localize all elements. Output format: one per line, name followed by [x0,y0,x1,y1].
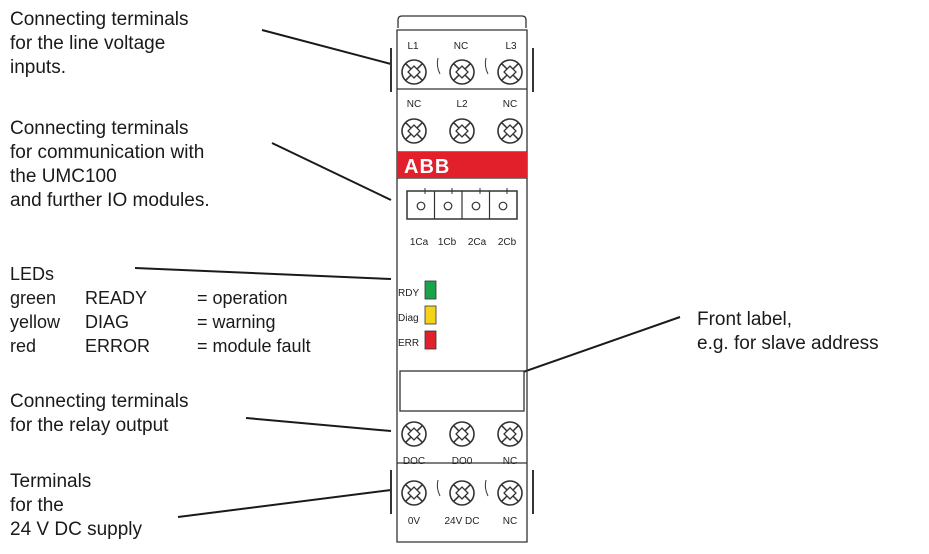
annotation-front-label: Front label, e.g. for slave address [697,308,879,356]
led-signal-name: DIAG [85,312,130,332]
annotation-line: inputs. [10,57,66,78]
terminal-row-second: NC L2 NC [401,99,523,144]
led-err-indicator [424,330,437,350]
leader-line-leds [134,267,392,280]
screw-terminal-icon [497,480,523,506]
comm-pin-label: 2Ca [468,237,487,248]
screw-terminal-icon [449,59,475,85]
screw-terminal-icon [401,118,427,144]
screw-terminal-icon [449,421,475,447]
terminal-label: NC [503,99,517,110]
led-color-name: yellow [10,312,61,332]
leds-heading: LEDs [10,264,55,284]
leader-line-communication [271,142,392,201]
abb-brand-stripe: ABB [397,152,527,178]
led-color-name: green [10,288,57,308]
annotation-line: e.g. for slave address [697,333,879,354]
annotation-line: Terminals [10,471,92,492]
annotation-line: the UMC100 [10,166,117,187]
terminal-label: L2 [456,99,468,110]
leader-line-front-label [505,316,681,379]
annotation-supply: Terminals for the 24 V DC supply [10,470,142,542]
leader-line-supply [177,489,392,518]
annotation-line: for communication with [10,142,205,163]
terminal-label: DOC [403,456,425,467]
terminal-label: NC [407,99,421,110]
terminal-label: 24V DC [444,516,479,527]
led-meaning: = module fault [197,336,311,356]
terminal-label: NC [503,516,517,527]
annotation-relay-output: Connecting terminals for the relay outpu… [10,390,188,438]
led-label: RDY [398,288,419,299]
annotation-line: for the line voltage [10,33,166,54]
led-legend-row: red ERROR = module fault [10,334,311,358]
leader-line-voltage [261,29,392,65]
status-leds: RDY Diag ERR [398,280,437,350]
annotation-line-voltage: Connecting terminals for the line voltag… [10,8,188,80]
annotation-line: Connecting terminals [10,391,189,412]
led-legend-row: yellow DIAG = warning [10,310,311,334]
terminal-label: NC [503,456,517,467]
annotation-line: 24 V DC supply [10,519,143,540]
front-label-area [399,370,525,412]
comm-pin-label: 2Cb [498,237,517,248]
annotation-leds: LEDs green READY = operation yellow DIAG… [10,262,311,358]
terminal-label: DO0 [452,456,473,467]
led-meaning: = warning [197,312,276,332]
terminal-row-supply: 0V 24V DC NC [401,480,523,527]
terminal-row-relay-output: DOC DO0 NC [401,421,523,467]
abb-logo: ABB [404,156,450,178]
led-signal-name: READY [85,288,148,308]
leader-lines [134,29,681,518]
annotation-line: Connecting terminals [10,118,189,139]
led-color-name: red [10,336,37,356]
terminal-label: L3 [505,41,517,52]
terminal-label: L1 [407,41,419,52]
annotation-line: and further IO modules. [10,190,210,211]
screw-terminal-icon [449,480,475,506]
annotation-line: Connecting terminals [10,9,189,30]
screw-terminal-icon [449,118,475,144]
led-signal-name: ERROR [85,336,151,356]
terminal-row-line-inputs: L1 NC L3 [401,41,523,85]
led-meaning: = operation [197,288,288,308]
led-label: ERR [398,338,419,349]
comm-pin-label: 1Cb [438,237,457,248]
screw-terminal-icon [497,421,523,447]
screw-terminal-icon [401,59,427,85]
screw-terminal-icon [401,421,427,447]
screw-terminal-icon [497,59,523,85]
screw-terminal-icon [497,118,523,144]
annotation-line: for the [10,495,64,516]
comm-pin-label: 1Ca [410,237,429,248]
led-rdy-indicator [424,280,437,300]
communication-connector: 1Ca 1Cb 2Ca 2Cb [406,188,518,248]
screw-terminal-icon [401,480,427,506]
led-legend-row: green READY = operation [10,286,311,310]
led-label: Diag [398,313,419,324]
leader-line-relay [245,417,392,432]
annotation-line: for the relay output [10,415,169,436]
annotation-communication: Connecting terminals for communication w… [10,117,210,213]
terminal-label: 0V [408,516,421,527]
annotation-line: Front label, [697,309,793,330]
terminal-label: NC [454,41,468,52]
led-diag-indicator [424,305,437,325]
